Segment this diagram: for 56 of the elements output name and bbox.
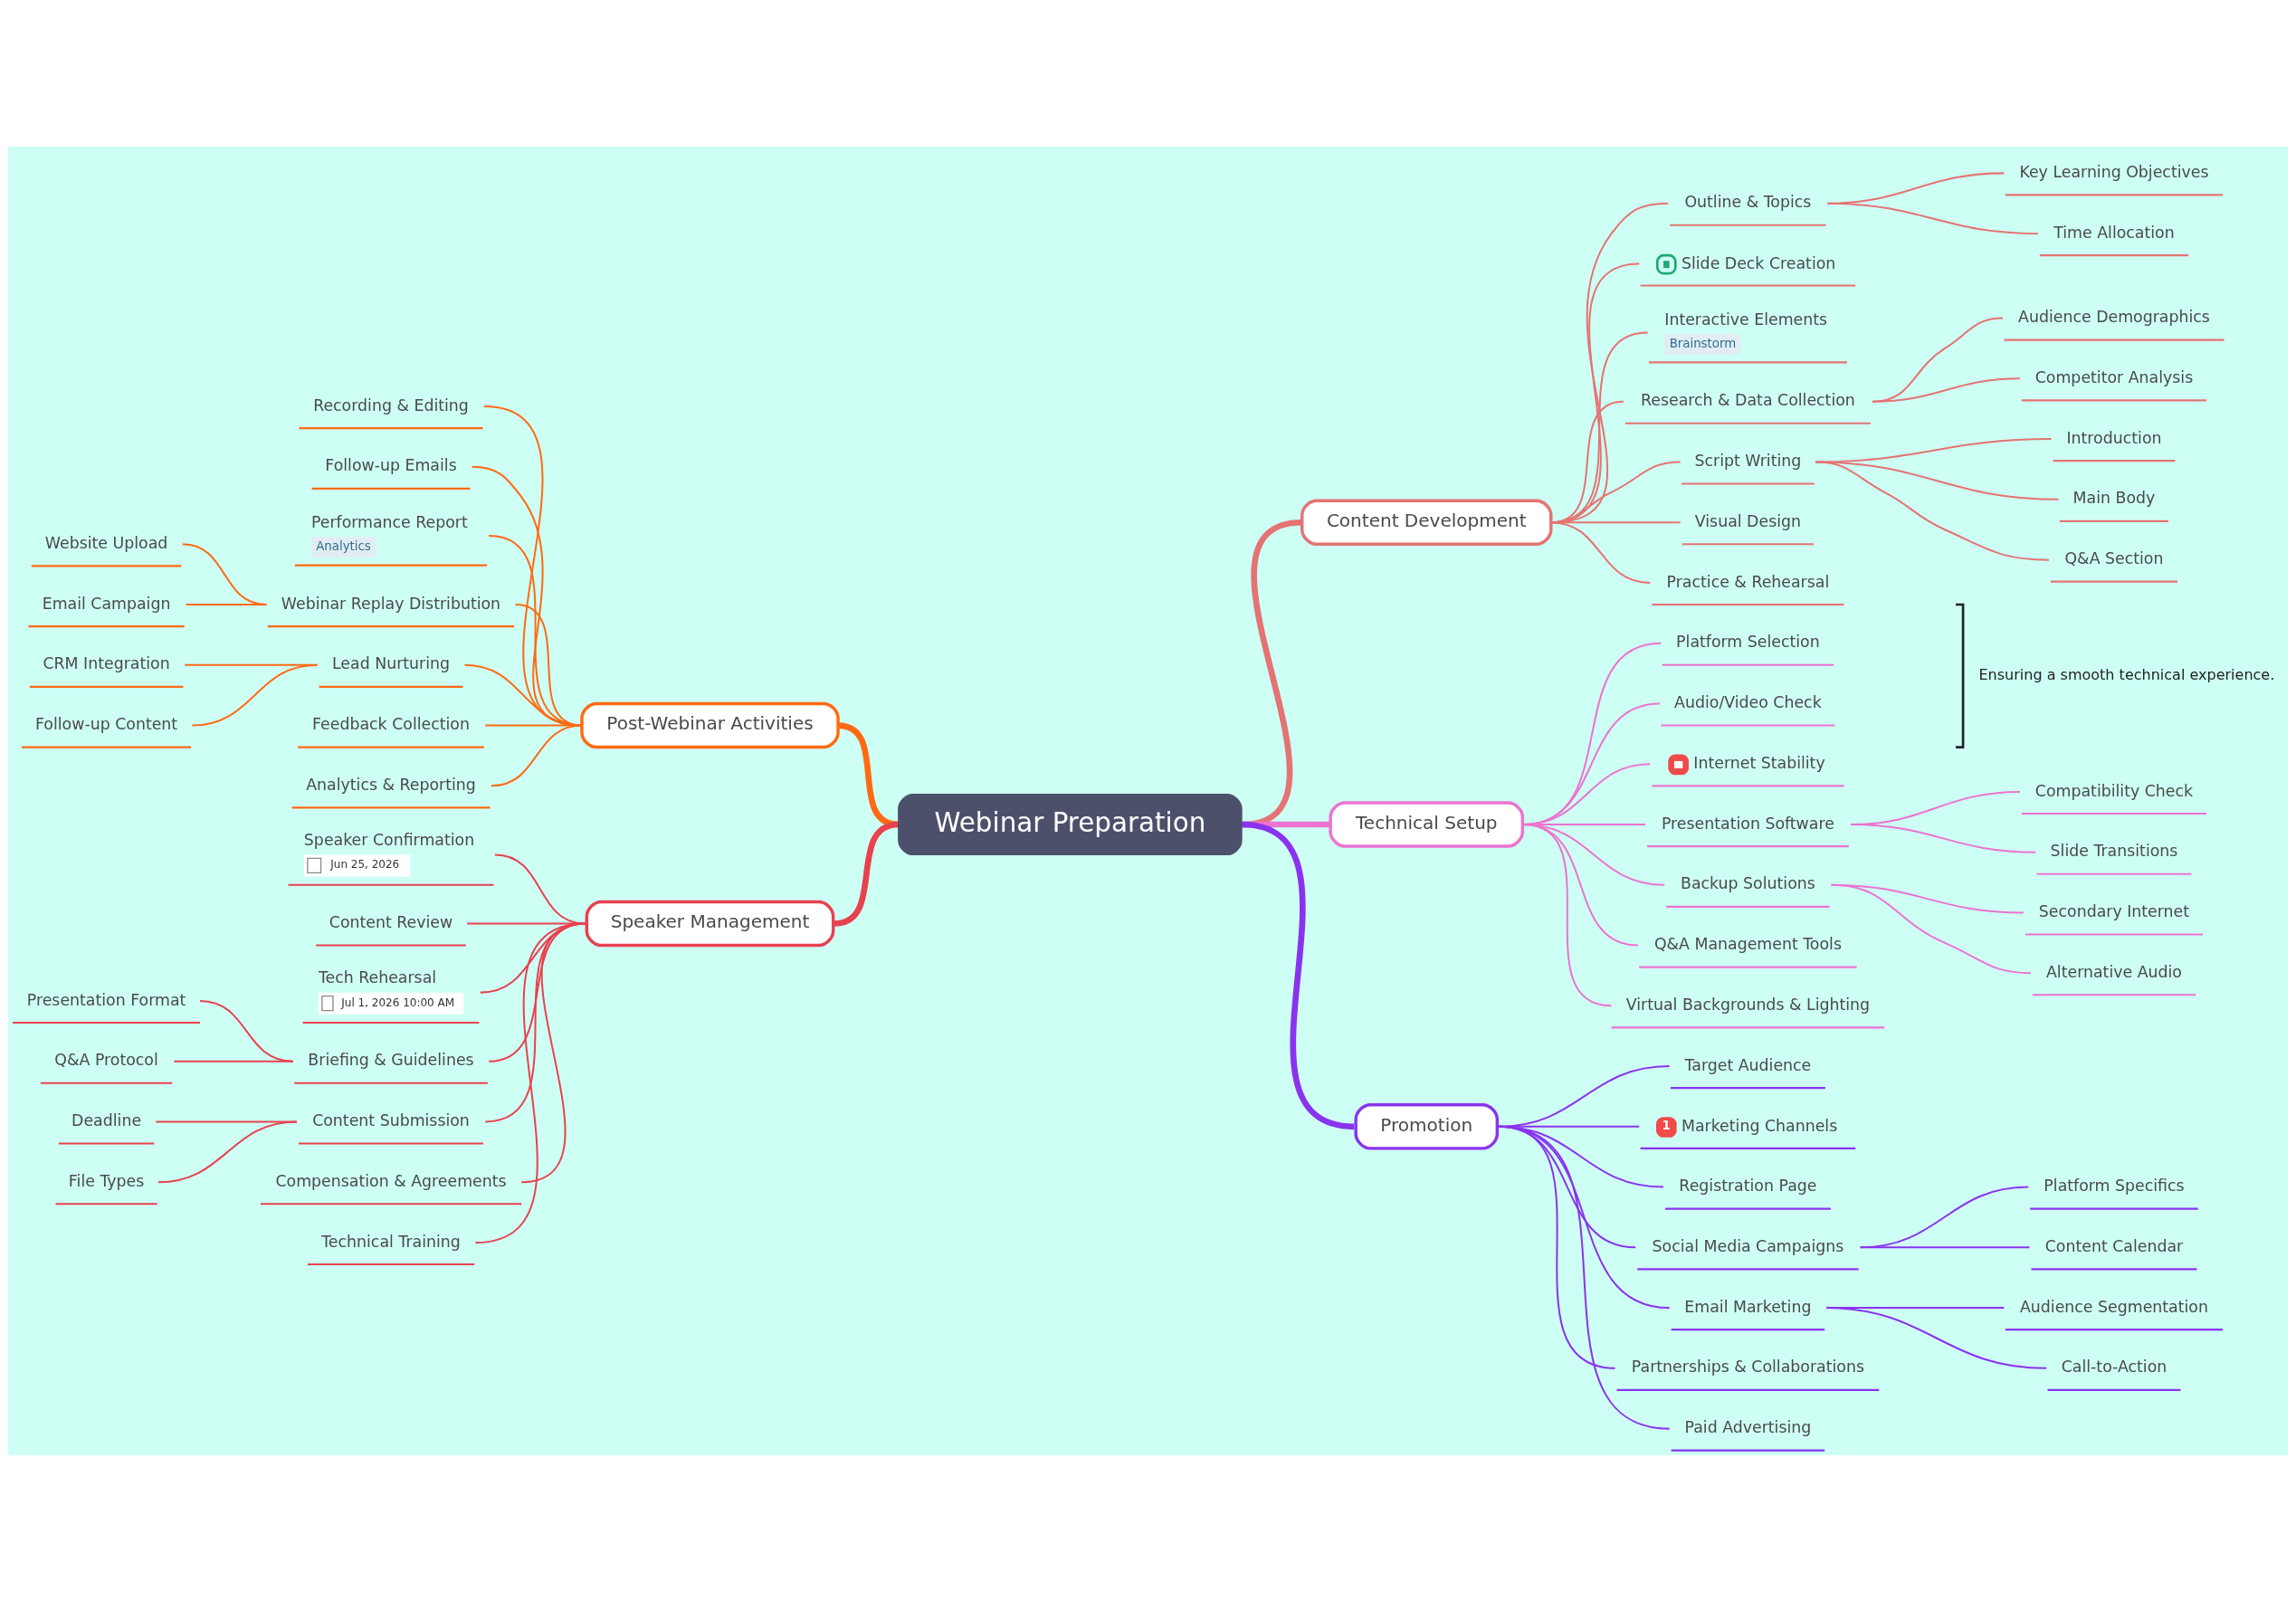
- node-label: Speaker Confirmation: [303, 830, 475, 849]
- node-text: Target Audience: [1684, 1055, 1812, 1074]
- node-text: Registration Page: [1679, 1176, 1817, 1195]
- node-text: Follow-up Emails: [325, 455, 457, 474]
- node-text: Practice & Rehearsal: [1666, 572, 1830, 591]
- node-text: Analytics & Reporting: [306, 775, 476, 794]
- node-text: Script Writing: [1694, 451, 1802, 470]
- node-text: Social Media Campaigns: [1652, 1236, 1844, 1255]
- node-text: Slide Transitions: [2050, 841, 2178, 860]
- node-text: Outline & Topics: [1684, 192, 1812, 211]
- node-text: Email Campaign: [42, 594, 171, 613]
- node-text: Lead Nurturing: [331, 653, 451, 672]
- node-text: Website Upload: [44, 533, 168, 552]
- node-text: Follow-up Content: [35, 714, 178, 733]
- node-text: Deadline: [71, 1110, 142, 1129]
- node-text: Compensation & Agreements: [275, 1171, 507, 1190]
- node-text: Compatibility Check: [2034, 781, 2194, 800]
- node-text: Webinar Replay Distribution: [281, 594, 501, 613]
- node-text: Alternative Audio: [2045, 962, 2182, 981]
- node-label: Interactive Elements: [1664, 310, 1828, 329]
- node-text: Call-to-Action: [2061, 1357, 2167, 1376]
- node-label: Performance Report: [310, 512, 468, 531]
- node-text: Research & Data Collection: [1641, 390, 1855, 409]
- node-text: Q&A Management Tools: [1653, 934, 1842, 953]
- node-text: Audience Segmentation: [2019, 1297, 2208, 1316]
- node-text: Presentation Format: [26, 990, 186, 1009]
- node-text: CRM Integration: [43, 653, 170, 672]
- node-text: Audio/Video Check: [1674, 692, 1822, 711]
- node-text: Content Submission: [312, 1110, 470, 1129]
- node-text: Technical Training: [321, 1232, 461, 1251]
- node-text: Key Learning Objectives: [2019, 162, 2209, 181]
- node-text: File Types: [68, 1171, 145, 1190]
- node-text: Platform Selection: [1676, 632, 1820, 651]
- node-text: Visual Design: [1694, 511, 1801, 530]
- node-text: Content Calendar: [2044, 1236, 2184, 1255]
- node-text: Content Review: [329, 912, 453, 931]
- node-text: Main Body: [2072, 488, 2156, 507]
- node-text: Virtual Backgrounds & Lighting: [1625, 995, 1871, 1014]
- node-text: Time Allocation: [2053, 223, 2175, 242]
- node-text: Introduction: [2066, 428, 2162, 447]
- node-text: Email Marketing: [1684, 1297, 1812, 1316]
- node-label: Tech Rehearsal: [318, 967, 437, 986]
- node-text: Paid Advertising: [1684, 1417, 1812, 1436]
- node-text: Competitor Analysis: [2034, 367, 2194, 386]
- node-text: Presentation Software: [1661, 814, 1834, 833]
- node-text: Partnerships & Collaborations: [1631, 1357, 1864, 1376]
- node-text: Feedback Collection: [312, 714, 470, 733]
- node-text: Q&A Section: [2064, 548, 2164, 567]
- node-text: Q&A Protocol: [54, 1050, 158, 1069]
- node-text: Platform Specifics: [2044, 1176, 2185, 1195]
- node-text: Secondary Internet: [2038, 901, 2190, 920]
- node-text: Audience Demographics: [2018, 307, 2210, 326]
- node-text: Backup Solutions: [1681, 873, 1815, 892]
- node-text: Recording & Editing: [313, 395, 469, 415]
- label: Ensuring a smooth technical experience.: [1978, 665, 2275, 683]
- node-text: Briefing & Guidelines: [308, 1050, 474, 1069]
